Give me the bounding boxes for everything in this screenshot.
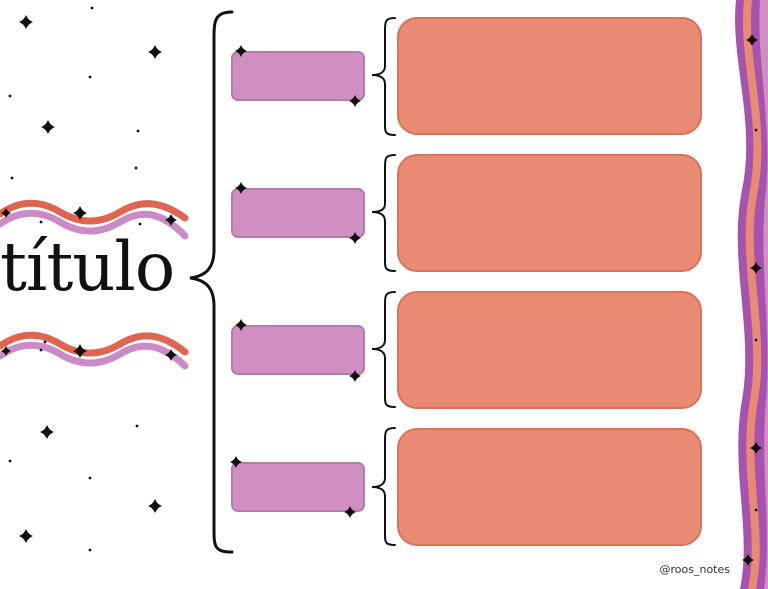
row-brace-3 [371,291,396,408]
sparkle-icon [19,15,33,29]
label-box-3 [231,325,365,375]
title-wave-bottom [0,331,189,370]
label-box-1 [231,51,365,101]
sparkle-icon [148,499,162,513]
credit-text: @roos_notes [659,563,731,576]
sparkle-icon [73,206,87,220]
label-box-4 [231,462,365,512]
sparkle-icon [1,346,11,356]
dot [754,128,758,132]
dot [39,348,43,352]
dot [90,6,94,10]
main-brace [189,10,234,554]
sparkle-icon [73,344,87,358]
content-box-4 [397,428,702,546]
sparkle-icon [165,214,177,226]
dot [43,340,47,344]
dot [10,176,14,180]
dot [88,75,92,79]
content-box-1 [397,17,702,135]
row-brace-2 [371,154,396,272]
dot [754,508,758,512]
row-brace-4 [371,427,396,546]
dot [88,548,92,552]
sparkle-icon [19,529,33,543]
content-box-3 [397,291,702,409]
sparkle-icon [165,349,177,361]
sparkle-icon [750,442,762,454]
sparkle-icon [1,208,11,218]
dot [135,424,139,428]
sparkle-icon [148,45,162,59]
label-box-2 [231,188,365,238]
dot [88,476,92,480]
dot [8,94,12,98]
sparkle-icon [41,120,55,134]
title-wave-top [0,199,189,240]
sparkle-icon [746,34,758,46]
dots [8,6,758,552]
dot [39,220,43,224]
dot [134,166,138,170]
sparkle-icon [750,262,762,274]
dot [136,129,140,133]
sparkles [1,15,762,566]
right-wavy-border [735,0,768,589]
dot [138,222,142,226]
page-title: título [0,228,175,306]
content-box-2 [397,154,702,272]
dot [754,338,758,342]
sparkle-icon [40,425,54,439]
sparkle-icon [742,554,754,566]
row-brace-1 [371,17,396,136]
dot [8,459,12,463]
